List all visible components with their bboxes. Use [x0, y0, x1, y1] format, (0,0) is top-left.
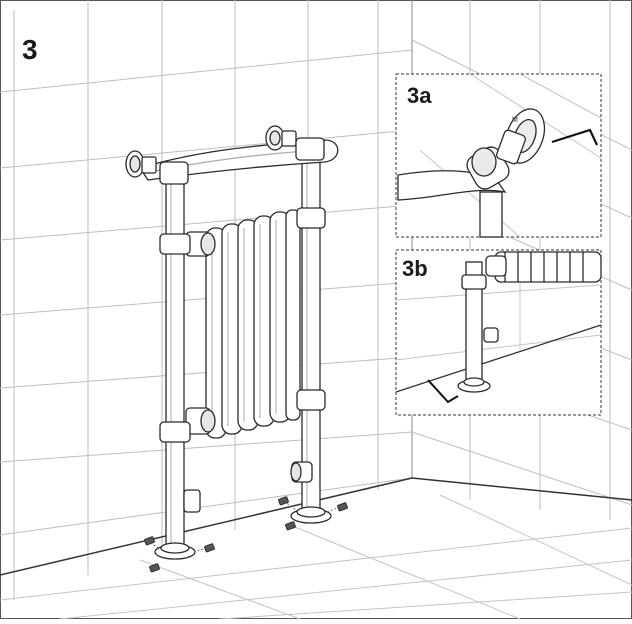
flange-mark: M	[512, 117, 518, 124]
towel-radiator	[125, 125, 339, 560]
inset-a-label: 3a	[407, 83, 432, 108]
floor	[0, 477, 632, 620]
radiator-columns	[205, 209, 301, 439]
hex-key-icon	[551, 128, 598, 146]
inset-b-label: 3b	[402, 256, 428, 281]
hex-key-icon-2	[427, 379, 459, 404]
inset-3b	[395, 249, 602, 416]
floor-screws	[144, 496, 348, 573]
step-number: 3	[22, 34, 38, 65]
inset-3a: M	[395, 73, 602, 238]
screw-guides	[149, 500, 341, 553]
